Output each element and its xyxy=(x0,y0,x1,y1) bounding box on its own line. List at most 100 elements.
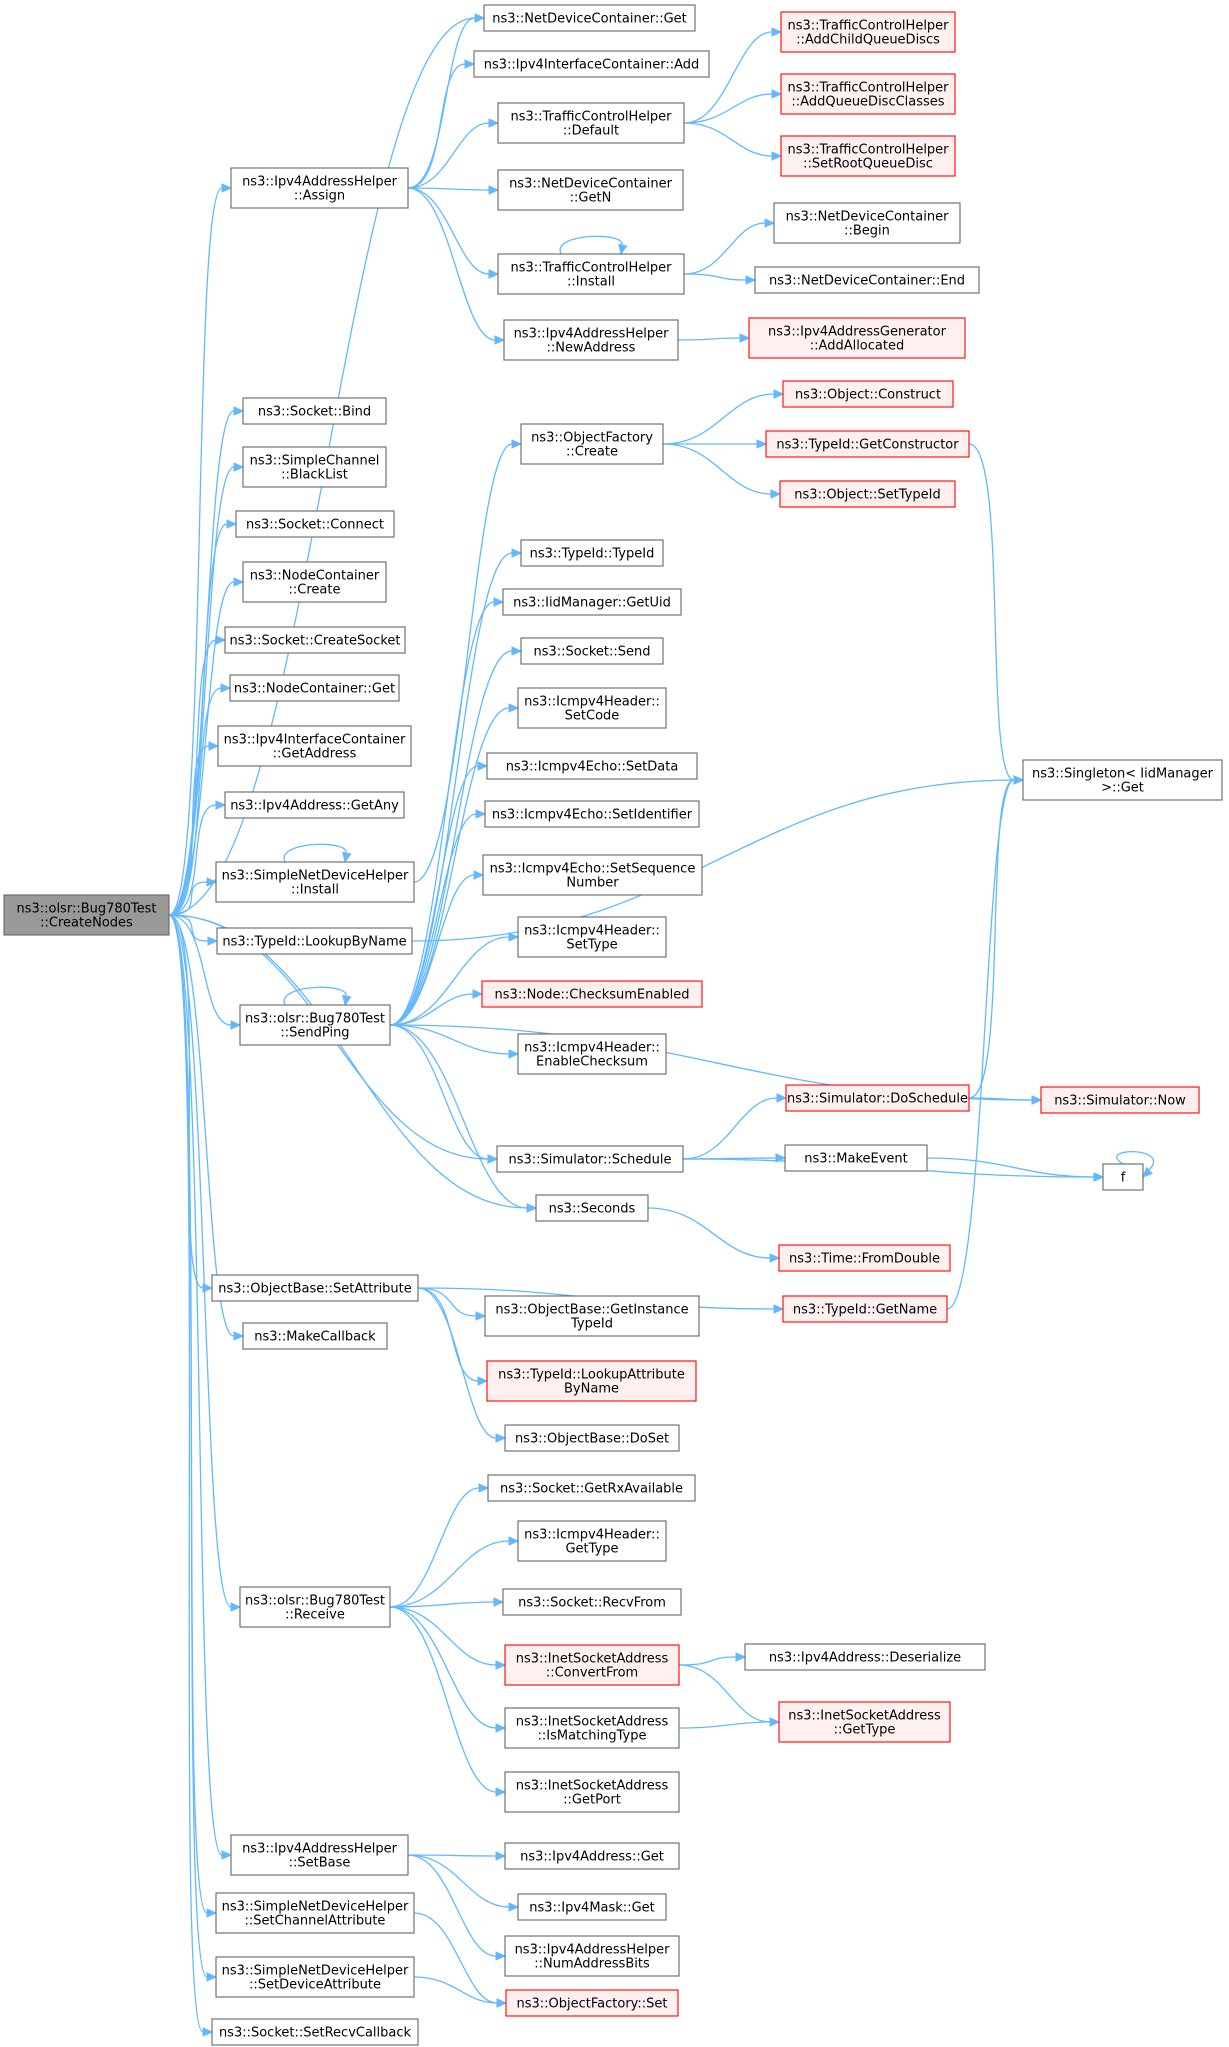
edge-tch-default-to-tch-setroot xyxy=(683,122,773,157)
node-time-fromdouble[interactable]: ns3::Time::FromDouble xyxy=(778,1244,951,1272)
node-obj-construct[interactable]: ns3::Object::Construct xyxy=(782,380,954,408)
node-label: ns3::NetDeviceContainer::End xyxy=(769,274,965,289)
node-label: ::GetType xyxy=(834,1723,896,1738)
edge-arrowhead xyxy=(207,936,219,946)
edge-arrowhead xyxy=(202,2027,214,2037)
node-ich-enablechecksum[interactable]: ns3::Icmpv4Header::EnableChecksum xyxy=(517,1033,667,1075)
node-label: ns3::Node::ChecksumEnabled xyxy=(495,988,690,1003)
node-sim-schedule[interactable]: ns3::Simulator::Schedule xyxy=(496,1145,684,1173)
node-f[interactable]: f xyxy=(1102,1163,1144,1191)
edge-receive-to-isa-convertfrom xyxy=(389,1606,497,1666)
node-label: ::Receive xyxy=(285,1608,345,1623)
node-sock-connect[interactable]: ns3::Socket::Connect xyxy=(235,510,395,538)
edge-arrowhead xyxy=(208,741,220,751)
node-makeevent[interactable]: ns3::MakeEvent xyxy=(784,1144,928,1172)
node-of-create[interactable]: ns3::ObjectFactory::Create xyxy=(520,423,664,465)
node-iag-addalloc[interactable]: ns3::Ipv4AddressGenerator::AddAllocated xyxy=(748,317,966,359)
node-of-set[interactable]: ns3::ObjectFactory::Set xyxy=(505,1989,679,2017)
node-sock-recvfrom[interactable]: ns3::Socket::RecvFrom xyxy=(502,1588,682,1616)
node-box xyxy=(483,4,696,32)
node-iah-setbase[interactable]: ns3::Ipv4AddressHelper::SetBase xyxy=(230,1834,409,1876)
node-sim-doschedule[interactable]: ns3::Simulator::DoSchedule xyxy=(785,1084,970,1112)
edge-iah-assign-to-tch-install xyxy=(407,187,490,275)
node-node-checksum[interactable]: ns3::Node::ChecksumEnabled xyxy=(481,980,703,1008)
node-receive[interactable]: ns3::olsr::Bug780Test::Receive xyxy=(239,1586,391,1628)
node-nc-get[interactable]: ns3::NodeContainer::Get xyxy=(229,674,400,702)
node-sndh-setdevice[interactable]: ns3::SimpleNetDeviceHelper::SetDeviceAtt… xyxy=(215,1956,415,1998)
edge-arrowhead xyxy=(771,27,783,37)
edge-ob-setattr-to-ob-getinstance xyxy=(417,1287,477,1317)
node-obj-settypeid[interactable]: ns3::Object::SetTypeId xyxy=(779,480,956,508)
node-sock-setrecvcb[interactable]: ns3::Socket::SetRecvCallback xyxy=(211,2018,419,2046)
edge-arrowhead xyxy=(464,59,476,69)
node-ob-setattr[interactable]: ns3::ObjectBase::SetAttribute xyxy=(211,1274,419,1302)
edge-root-to-sndh-install xyxy=(168,881,208,916)
node-ie-setid[interactable]: ns3::Icmpv4Echo::SetIdentifier xyxy=(484,800,700,828)
node-sim-now[interactable]: ns3::Simulator::Now xyxy=(1040,1086,1200,1114)
node-label: ::GetAddress xyxy=(273,747,357,762)
node-label: f xyxy=(1121,1171,1126,1186)
node-sock-bind[interactable]: ns3::Socket::Bind xyxy=(242,397,387,425)
node-sock-getrx[interactable]: ns3::Socket::GetRxAvailable xyxy=(487,1474,696,1502)
node-sc-blacklist[interactable]: ns3::SimpleChannel::BlackList xyxy=(242,446,387,488)
node-tid-typeid[interactable]: ns3::TypeId::TypeId xyxy=(520,539,664,567)
node-ndc-begin[interactable]: ns3::NetDeviceContainer::Begin xyxy=(773,202,961,244)
node-nc-create[interactable]: ns3::NodeContainer::Create xyxy=(242,561,387,603)
node-box xyxy=(517,1893,667,1921)
node-isa-ismatching[interactable]: ns3::InetSocketAddress::IsMatchingType xyxy=(504,1707,680,1749)
node-ndc-end[interactable]: ns3::NetDeviceContainer::End xyxy=(754,266,980,294)
node-ich-gettype[interactable]: ns3::Icmpv4Header::GetType xyxy=(517,1520,667,1562)
node-ia-get[interactable]: ns3::Ipv4Address::Get xyxy=(504,1842,680,1870)
node-iah-newaddr[interactable]: ns3::Ipv4AddressHelper::NewAddress xyxy=(503,319,679,361)
node-im-get[interactable]: ns3::Ipv4Mask::Get xyxy=(517,1893,667,1921)
node-sendping[interactable]: ns3::olsr::Bug780Test::SendPing xyxy=(239,1004,391,1046)
node-label: ns3::NodeContainer::Get xyxy=(234,682,395,697)
node-sndh-install[interactable]: ns3::SimpleNetDeviceHelper::Install xyxy=(215,861,415,903)
edge-arrowhead xyxy=(511,646,523,656)
node-ia-getany[interactable]: ns3::Ipv4Address::GetAny xyxy=(224,791,405,819)
node-box xyxy=(484,1295,700,1337)
node-tch-addchild[interactable]: ns3::TrafficControlHelper::AddChildQueue… xyxy=(780,11,956,53)
node-box xyxy=(779,480,956,508)
node-iah-numbits[interactable]: ns3::Ipv4AddressHelper::NumAddressBits xyxy=(504,1935,680,1977)
node-tid-getctor[interactable]: ns3::TypeId::GetConstructor xyxy=(765,430,970,458)
edge-iah-assign-to-ndc-get xyxy=(407,17,476,189)
node-isa-gettype[interactable]: ns3::InetSocketAddress::GetType xyxy=(778,1701,951,1743)
node-sndh-setchannel[interactable]: ns3::SimpleNetDeviceHelper::SetChannelAt… xyxy=(215,1892,415,1934)
node-ich-setcode[interactable]: ns3::Icmpv4Header::SetCode xyxy=(517,687,667,729)
node-ie-setdata[interactable]: ns3::Icmpv4Echo::SetData xyxy=(486,752,698,780)
node-sock-send[interactable]: ns3::Socket::Send xyxy=(520,637,664,665)
node-isa-getport[interactable]: ns3::InetSocketAddress::GetPort xyxy=(504,1771,680,1813)
node-ndc-getn[interactable]: ns3::NetDeviceContainer::GetN xyxy=(497,169,684,211)
node-ndc-get[interactable]: ns3::NetDeviceContainer::Get xyxy=(483,4,696,32)
node-makecallback[interactable]: ns3::MakeCallback xyxy=(242,1322,388,1350)
node-tch-default[interactable]: ns3::TrafficControlHelper::Default xyxy=(497,102,685,144)
nodes-layer: ns3::olsr::Bug780Test::CreateNodesns3::N… xyxy=(3,4,1223,2046)
node-seconds[interactable]: ns3::Seconds xyxy=(535,1194,649,1222)
node-tch-setroot[interactable]: ns3::TrafficControlHelper::SetRootQueueD… xyxy=(780,135,956,177)
edge-root-to-iic-getaddr xyxy=(168,745,210,916)
node-sock-createsocket[interactable]: ns3::Socket::CreateSocket xyxy=(224,626,406,654)
node-iah-assign[interactable]: ns3::Ipv4AddressHelper::Assign xyxy=(230,167,409,209)
node-ich-settype[interactable]: ns3::Icmpv4Header::SetType xyxy=(517,916,667,958)
node-label: ns3::Object::Construct xyxy=(795,388,941,403)
node-tid-getname[interactable]: ns3::TypeId::GetName xyxy=(782,1295,948,1323)
node-root[interactable]: ns3::olsr::Bug780Test::CreateNodes xyxy=(3,894,170,936)
node-tid-lookupbyname[interactable]: ns3::TypeId::LookupByName xyxy=(216,927,413,955)
node-isa-convertfrom[interactable]: ns3::InetSocketAddress::ConvertFrom xyxy=(504,1644,680,1686)
node-tch-addclasses[interactable]: ns3::TrafficControlHelper::AddQueueDiscC… xyxy=(780,73,956,115)
node-iic-add[interactable]: ns3::Ipv4InterfaceContainer::Add xyxy=(473,50,710,78)
node-box xyxy=(502,1588,682,1616)
node-iid-getuid[interactable]: ns3::IidManager::GetUid xyxy=(502,588,682,616)
node-ia-deserialize[interactable]: ns3::Ipv4Address::Deserialize xyxy=(744,1643,986,1671)
node-singleton-get[interactable]: ns3::Singleton< IidManager>::Get xyxy=(1022,759,1223,801)
node-box xyxy=(1040,1086,1200,1114)
node-iic-getaddr[interactable]: ns3::Ipv4InterfaceContainer::GetAddress xyxy=(217,725,412,767)
node-box xyxy=(780,73,956,115)
node-tch-install[interactable]: ns3::TrafficControlHelper::Install xyxy=(497,253,685,295)
node-ob-doset[interactable]: ns3::ObjectBase::DoSet xyxy=(504,1424,680,1452)
node-box xyxy=(504,1842,680,1870)
